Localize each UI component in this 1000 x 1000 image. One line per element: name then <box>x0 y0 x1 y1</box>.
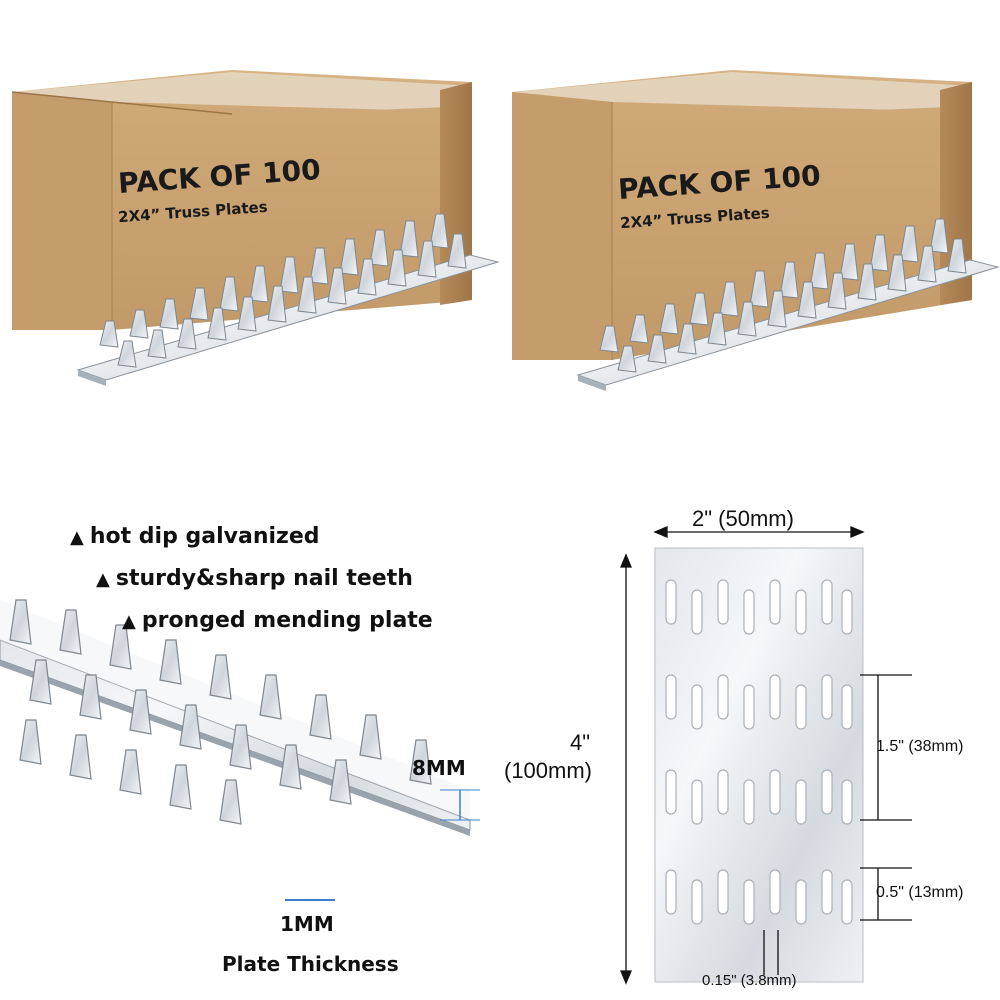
feature-label: sturdy&sharp nail teeth <box>115 566 413 591</box>
feature-label: hot dip galvanized <box>89 524 320 549</box>
slot-width-prefix: 0.15" <box>702 972 737 989</box>
feature-label: pronged mending plate <box>141 608 433 633</box>
width-dimension: 2" (50mm) <box>692 506 794 531</box>
box-side-face <box>112 102 472 330</box>
feature-item: ▲pronged mending plate <box>122 608 433 633</box>
height-dimension-line2: (100mm) <box>504 758 593 783</box>
plate-thickness-value: 1MM <box>280 912 334 936</box>
slot-width-suffix: (3.8mm) <box>740 972 797 989</box>
triangle-icon: ▲ <box>122 611 136 632</box>
row-spacing-dimension: 1.5" (38mm) <box>876 738 964 755</box>
truss-plate-closeup <box>0 599 480 901</box>
feature-item: ▲sturdy&sharp nail teeth <box>96 566 413 591</box>
height-dimension-line1: 4" <box>569 730 591 755</box>
triangle-icon: ▲ <box>96 569 110 590</box>
tooth-height-label: 8MM <box>412 756 466 780</box>
feature-item: ▲hot dip galvanized <box>70 524 320 549</box>
truss-plate-topview <box>654 547 864 983</box>
plate-thickness-label: Plate Thickness <box>222 952 399 976</box>
triangle-icon: ▲ <box>70 527 84 548</box>
edge-margin-dimension: 0.5" (13mm) <box>876 884 964 901</box>
cardboard-box-left <box>11 70 472 330</box>
nail-teeth <box>9 599 432 825</box>
slot-width-dimension: 0.15" (3.8mm) <box>702 972 797 989</box>
truss-plate-left <box>76 213 500 386</box>
dimension-lines <box>620 526 912 985</box>
truss-plate-right <box>576 218 1000 391</box>
